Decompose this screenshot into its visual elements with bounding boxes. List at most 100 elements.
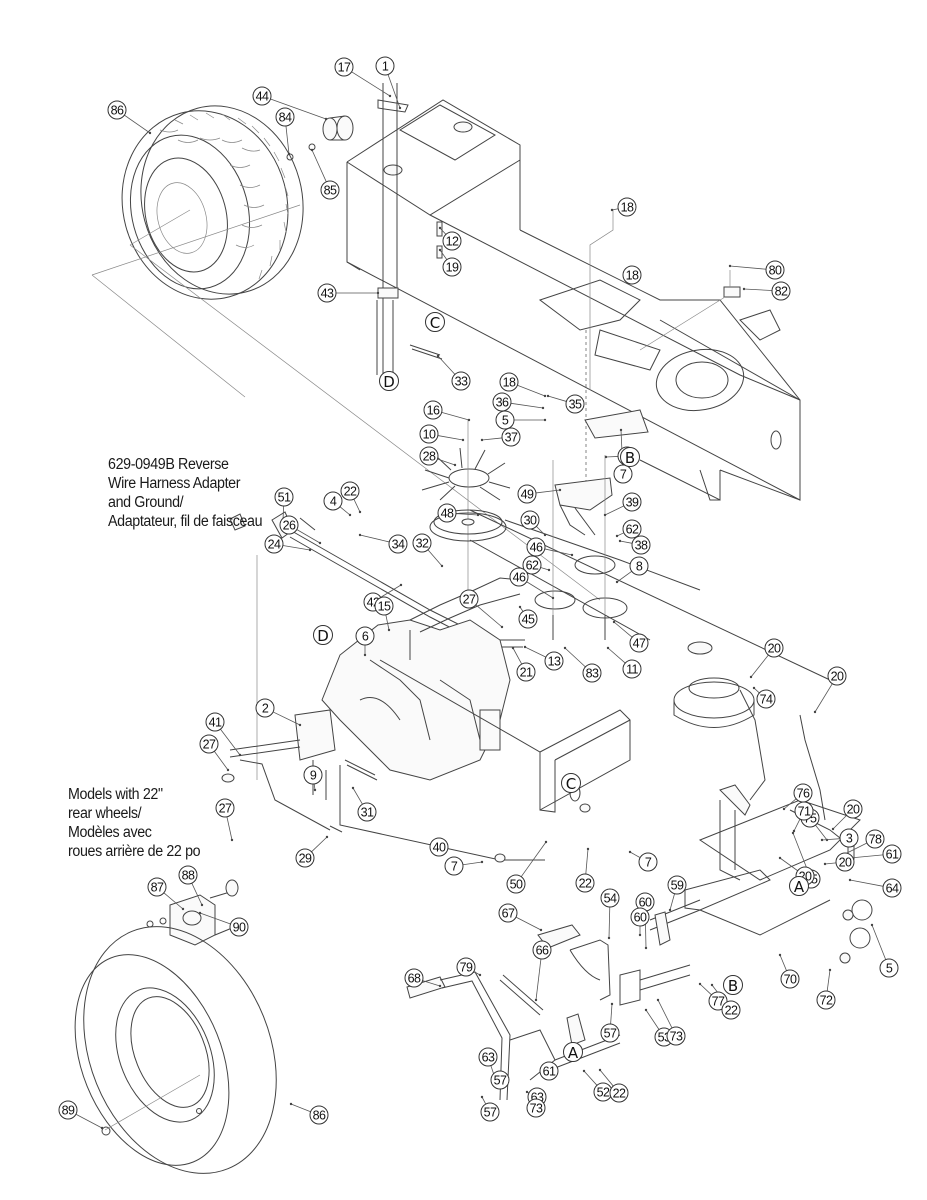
callout-number: 20 [768,642,781,656]
leader-line [832,815,847,830]
callout-number: 22 [725,1004,738,1018]
callout-circle [843,799,863,819]
callout-idler-pulley: 46 [526,537,546,557]
reference-letter: A [568,1044,579,1062]
callout-frame: 18 [622,265,642,285]
callout-number: 32 [416,537,429,551]
callout-number: 76 [797,787,810,801]
callout-circle [303,765,323,785]
leader-arrowhead [480,860,484,864]
callout-number: 88 [182,869,195,883]
leader-arrowhead [606,646,610,650]
callout-key: 85 [320,180,340,200]
callout-rod: 40 [429,837,449,857]
callout-circle [451,371,471,391]
callout-number: 19 [446,261,459,275]
callout-washer: 38 [631,535,651,555]
callout-circle [437,503,457,523]
callout-cotter-pin: 20 [843,799,863,819]
callout-circle [355,626,375,646]
callout-circle [423,400,443,420]
callout-circle [629,556,649,576]
callout-circle [600,1023,620,1043]
leader-arrowhead [480,1095,484,1099]
leader-arrowhead [570,553,574,557]
callout-number: 22 [613,1087,626,1101]
callout-number: 28 [423,450,436,464]
callout-circle [279,515,299,535]
reference-letter: B [728,977,738,995]
callout-bracket: 1 [375,56,395,76]
callout-number: 39 [626,496,639,510]
callout-number: 7 [645,856,652,870]
leader-arrowhead [438,226,442,230]
callout-nut: 57 [600,1023,620,1043]
leader-line [793,818,801,832]
leader-arrowhead [710,983,714,987]
callout-number: 49 [521,488,534,502]
callout-circle [794,801,814,821]
leader-line [535,489,561,494]
reference-letter-a: A [789,876,809,896]
callout-number: 67 [502,907,515,921]
callout-hub: 90 [229,917,249,937]
callout-circle [666,1026,686,1046]
callout-cotter-pin: 20 [764,638,784,658]
leader-line [359,534,390,543]
callout-circle [107,100,127,120]
callout-number: 57 [494,1074,507,1088]
leader-arrowhead [100,1126,104,1130]
callout-circle [419,424,439,444]
callout-number: 13 [548,655,561,669]
leader-arrowhead [628,850,632,854]
leader-line [481,437,503,441]
callout-circle [721,1000,741,1020]
callout-circle [255,698,275,718]
leader-line [821,838,841,841]
leader-line [290,1103,311,1113]
callout-number: 7 [451,860,458,874]
callout-number: 54 [604,892,617,906]
reference-letter-b: B [620,447,640,467]
callout-circle [622,265,642,285]
callout-spring: 29 [295,848,315,868]
callout-cotter-pin: 22 [575,873,595,893]
callout-washer: 36 [492,392,512,412]
callout-bracket: 50 [506,874,526,894]
callout-nut: 6 [355,626,375,646]
callout-nut: 7 [444,856,464,876]
leader-lines [75,71,887,1130]
callout-number: 45 [522,613,535,627]
leader-line [629,851,641,858]
callout-number: 41 [209,716,222,730]
leader-line [743,288,773,291]
leader-arrowhead [324,117,328,121]
leader-arrowhead [792,829,796,833]
callout-cotter-pin: 20 [827,666,847,686]
callout-cotter-pin: 22 [340,481,360,501]
leader-line [437,355,456,375]
callout-circle [442,231,462,251]
leader-arrowhead [603,513,607,517]
callout-circle [835,852,855,872]
leader-line [849,879,884,887]
callout-number: 73 [530,1102,543,1116]
callout-number: 50 [510,878,523,892]
callout-bushing: 73 [666,1026,686,1046]
leader-line [564,647,586,668]
leader-arrowhead [226,768,230,772]
note-line: Adaptateur, fil de faisceau [108,513,263,530]
callout-number: 70 [784,973,797,987]
callout-pin: 4 [323,491,343,511]
leader-line [282,545,311,551]
leader-arrowhead [823,862,827,866]
callout-circle [58,1100,78,1120]
reference-letter: D [383,373,395,391]
leader-arrowhead [604,455,608,459]
callout-circle [264,534,284,554]
leader-arrowhead [749,675,753,679]
callout-number: 18 [621,201,634,215]
leader-arrowhead [399,583,403,587]
leader-arrowhead [440,564,444,568]
